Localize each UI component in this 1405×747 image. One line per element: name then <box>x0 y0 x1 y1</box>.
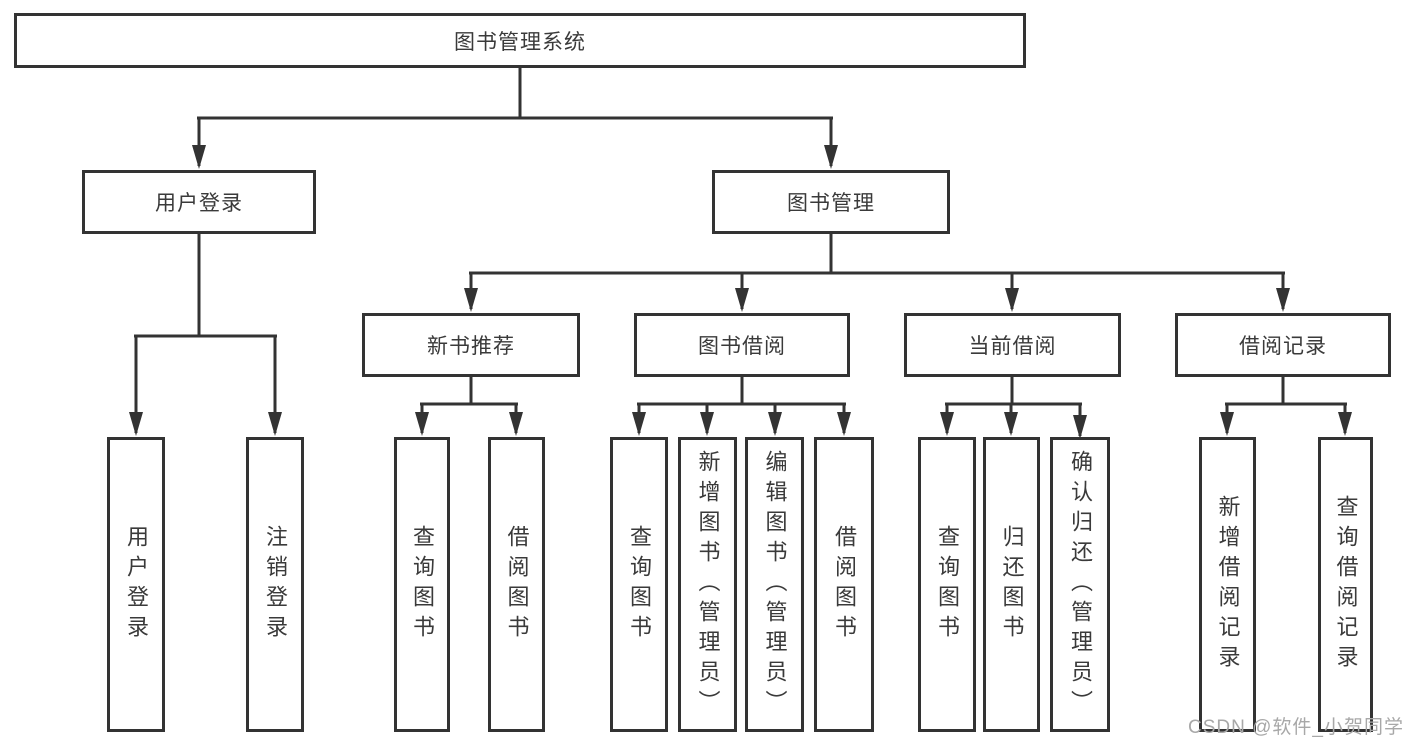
node-label: 当前借阅 <box>968 335 1057 358</box>
node-label: 新增借阅记录 <box>1215 494 1241 675</box>
node-label: 图书管理 <box>787 192 875 215</box>
connector-current-borrowing <box>940 377 1087 439</box>
node-edit-book-admin: 编辑图书（管理员） <box>745 437 804 732</box>
node-label: 图书管理系统 <box>454 30 586 54</box>
node-book-borrowing: 图书借阅 <box>634 313 850 377</box>
node-add-book-admin: 新增图书（管理员） <box>678 437 737 732</box>
node-label: 查询图书 <box>935 524 960 645</box>
connector-root <box>192 68 838 169</box>
node-current-borrowing: 当前借阅 <box>904 313 1121 377</box>
node-borrow-books: 借阅图书 <box>814 437 874 732</box>
node-new-book-recommend: 新书推荐 <box>362 313 580 377</box>
node-borrowing-records: 借阅记录 <box>1175 313 1391 377</box>
node-label: 新书推荐 <box>427 335 515 358</box>
node-label: 归还图书 <box>999 524 1025 645</box>
node-label: 查询图书 <box>627 524 652 645</box>
node-return-books: 归还图书 <box>983 437 1040 732</box>
node-label: 图书借阅 <box>698 335 786 358</box>
node-borrow-books-recommend: 借阅图书 <box>488 437 545 732</box>
node-label: 新增图书（管理员） <box>695 449 721 720</box>
node-label: 借阅图书 <box>832 524 857 645</box>
connector-book-borrowing <box>632 377 851 436</box>
node-label: 用户登录 <box>155 192 243 215</box>
node-query-borrow-record: 查询借阅记录 <box>1318 437 1373 732</box>
node-label: 借阅图书 <box>504 524 530 645</box>
node-user-login: 用户登录 <box>82 170 316 234</box>
connector-borrowing-records <box>1220 377 1352 436</box>
node-label: 注销登录 <box>263 524 288 645</box>
node-label: 借阅记录 <box>1239 335 1327 358</box>
connector-user-login <box>129 234 282 436</box>
node-logout: 注销登录 <box>246 437 304 732</box>
node-query-books-recommend: 查询图书 <box>394 437 450 732</box>
connector-new-book-recommend <box>415 377 523 436</box>
node-confirm-return-admin: 确认归还（管理员） <box>1050 437 1110 732</box>
node-label: 确认归还（管理员） <box>1068 449 1093 720</box>
node-query-books-current: 查询图书 <box>918 437 976 732</box>
node-label: 用户登录 <box>124 524 149 645</box>
node-book-management: 图书管理 <box>712 170 950 234</box>
node-library-management-system: 图书管理系统 <box>14 13 1026 68</box>
node-query-books-borrow: 查询图书 <box>610 437 668 732</box>
node-add-borrow-record: 新增借阅记录 <box>1199 437 1256 732</box>
node-label: 查询图书 <box>410 524 435 645</box>
node-user-login-leaf: 用户登录 <box>107 437 165 732</box>
node-label: 编辑图书（管理员） <box>762 449 788 720</box>
node-label: 查询借阅记录 <box>1333 494 1359 675</box>
csdn-watermark: CSDN @软件_小贺同学 <box>1188 717 1404 738</box>
connector-book-management <box>464 234 1290 312</box>
